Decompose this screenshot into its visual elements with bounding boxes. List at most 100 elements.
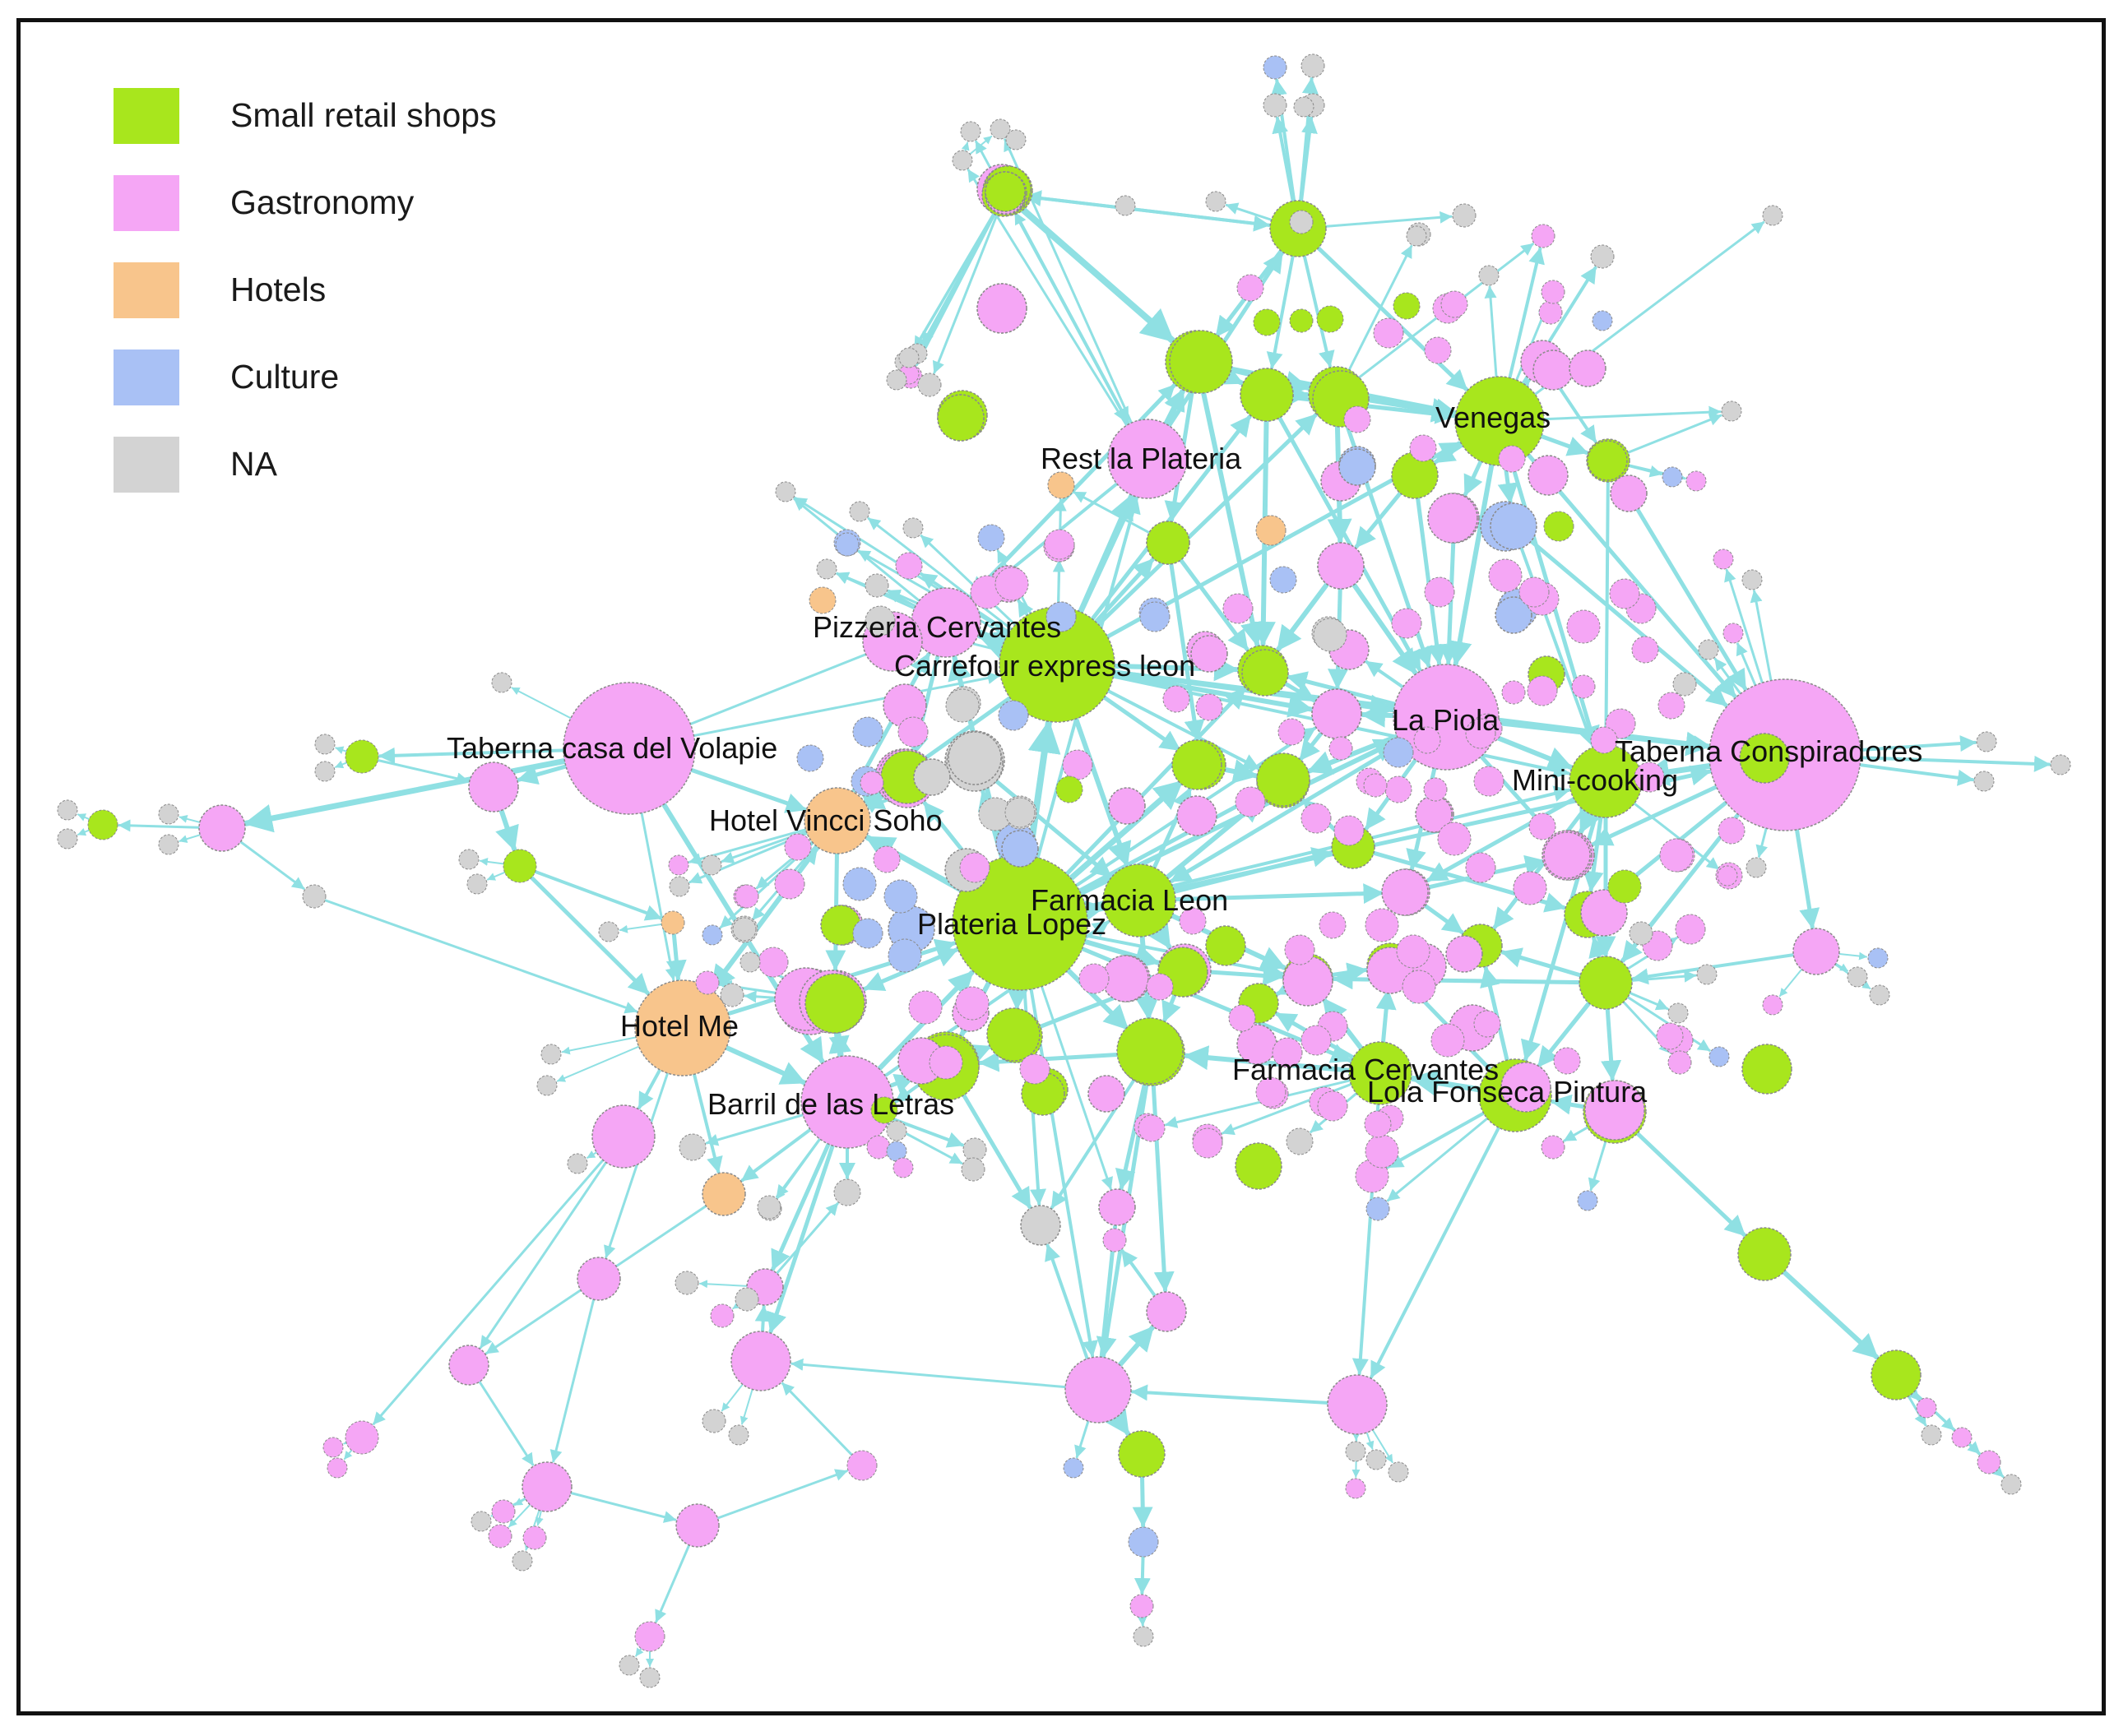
node-t22 <box>1391 608 1422 639</box>
node-pr145 <box>833 1178 861 1206</box>
node-pr146 <box>757 1195 781 1220</box>
node-pr3 <box>1263 93 1287 118</box>
node-pr9 <box>960 121 981 142</box>
node-pr2 <box>1300 53 1325 78</box>
node-p9 <box>1381 868 1429 916</box>
edge-lola-pr140 <box>1370 1094 1517 1379</box>
edge-pr166-pr151 <box>781 1382 864 1467</box>
node-pr150 <box>710 1303 735 1328</box>
edge-s1-pr36 <box>901 192 1007 372</box>
node-t42 <box>1228 1004 1256 1032</box>
node-t81 <box>1718 817 1746 845</box>
node-t71 <box>1235 786 1266 817</box>
edge-s1-rest-la-plateria <box>1004 192 1130 424</box>
node-t76 <box>1528 812 1556 840</box>
node-t79 <box>1553 1047 1581 1075</box>
node-pr159 <box>522 1461 573 1512</box>
node-pr105 <box>1696 964 1718 985</box>
node-p3 <box>1528 455 1569 496</box>
node-pr158 <box>327 1457 348 1479</box>
node-t56 <box>774 868 805 900</box>
node-n49 <box>1205 925 1246 966</box>
node-s18 <box>1609 578 1640 609</box>
node-pr114 <box>1629 921 1653 946</box>
node-pr111 <box>1762 994 1783 1016</box>
label-pizzeria-cervantes: Pizzeria Cervantes <box>813 610 1061 644</box>
node-pr120 <box>1235 1142 1282 1190</box>
node-pr55 <box>491 672 512 693</box>
node-s29 <box>1363 773 1388 798</box>
legend-item-small-retail-shops: Small retail shops <box>99 88 675 154</box>
node-t17 <box>1409 434 1437 462</box>
edge-n7-mini-cooking <box>1597 459 1615 746</box>
node-pr13 <box>985 171 1026 212</box>
labels-layer: Rest la Plateria Venegas Pizzeria Cervan… <box>447 400 1922 1121</box>
node-pr79 <box>695 970 720 995</box>
node-pr70 <box>598 921 619 942</box>
node-pr10 <box>990 118 1011 140</box>
node-pr164 <box>471 1511 492 1532</box>
node-t54 <box>888 938 922 973</box>
node-p32 <box>1543 831 1591 879</box>
node-t72 <box>1300 803 1332 834</box>
node-n44 <box>1569 350 1606 387</box>
node-pr107 <box>1792 928 1840 975</box>
label-carrefour-express-leon: Carrefour express leon <box>894 649 1195 683</box>
label-hotel-me: Hotel Me <box>620 1009 739 1043</box>
node-pr127 <box>2001 1474 2022 1495</box>
node-pr35 <box>898 347 920 368</box>
node-volapie <box>563 682 696 815</box>
node-p19 <box>1190 635 1228 673</box>
legend-label-hotels: Hotels <box>230 271 327 308</box>
node-p8 <box>1311 688 1362 739</box>
node-pr137 <box>1129 1594 1154 1618</box>
node-pr97 <box>1286 1127 1314 1155</box>
node-pr8 <box>1205 191 1226 212</box>
node-pr155 <box>448 1345 489 1386</box>
node-p30 <box>1445 935 1483 973</box>
label-plateria-lopez: Plateria Lopez <box>917 907 1106 941</box>
node-t62 <box>873 845 901 873</box>
node-t80 <box>1656 1022 1684 1050</box>
node-t25 <box>1566 609 1601 644</box>
node-pr58 <box>345 739 379 774</box>
node-pr161 <box>522 1525 547 1550</box>
node-pr14 <box>1452 203 1477 228</box>
node-pr26 <box>1741 569 1763 590</box>
node-pr89 <box>886 1120 907 1141</box>
node-p26 <box>1001 830 1039 868</box>
node-pr64 <box>158 803 179 825</box>
node-pr28 <box>1698 639 1719 660</box>
node-s25 <box>1437 822 1472 856</box>
node-pr116 <box>1973 771 1995 792</box>
node-t48 <box>1473 1010 1501 1038</box>
node-pr163 <box>512 1550 533 1572</box>
node-farmacia-cervantes <box>1348 1041 1412 1105</box>
node-pr165 <box>675 1503 720 1548</box>
node-pr75 <box>735 884 759 909</box>
node-p11 <box>1282 956 1333 1007</box>
node-t36 <box>1222 593 1254 624</box>
node-pr59 <box>468 762 519 812</box>
node-pr11 <box>952 150 973 171</box>
node-pr49 <box>977 524 1005 552</box>
node-n38 <box>1607 869 1642 904</box>
edge-pr66-hotel-me <box>313 895 637 1014</box>
node-pr80 <box>720 983 744 1007</box>
label-mini-cooking: Mini-cooking <box>1512 763 1678 797</box>
node-t24 <box>1518 576 1550 608</box>
node-s2 <box>976 283 1027 334</box>
node-t67 <box>998 700 1029 731</box>
node-pr72 <box>668 854 689 876</box>
node-pr119 <box>1739 733 1790 784</box>
edge-n18-pr132 <box>1149 1050 1175 1293</box>
node-pr36 <box>886 369 907 391</box>
node-gray5 <box>1289 210 1314 234</box>
node-pr113 <box>1717 865 1738 887</box>
node-p43 <box>1317 1090 1348 1122</box>
node-e3 <box>1241 649 1289 697</box>
node-pr135 <box>1063 1457 1084 1479</box>
label-la-piola: La Piola <box>1392 703 1500 737</box>
node-pr162 <box>488 1524 512 1549</box>
legend-label-gastronomy: Gastronomy <box>230 183 415 221</box>
